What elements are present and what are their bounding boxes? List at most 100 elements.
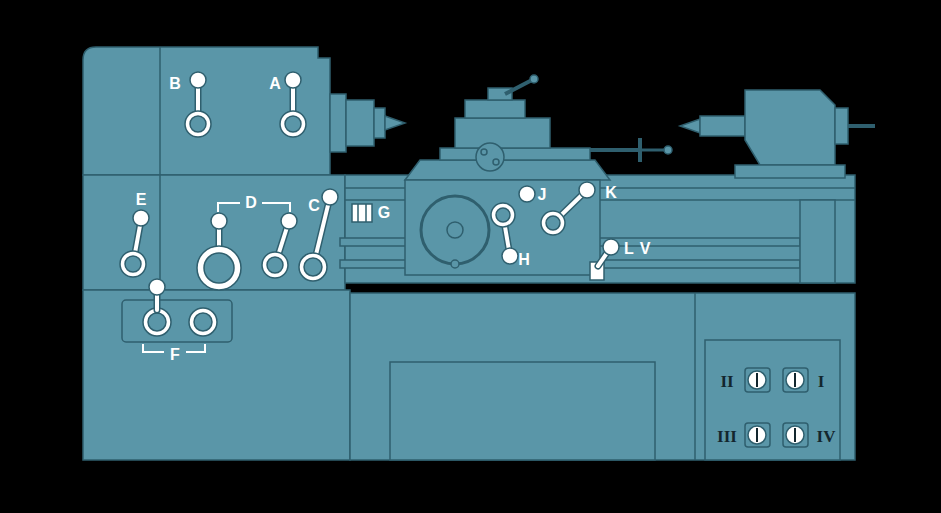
control-knobs <box>756 428 758 442</box>
control-knobs <box>365 204 367 222</box>
lever-stems <box>133 80 611 310</box>
lathe-body <box>493 159 499 165</box>
lathe-body <box>405 180 600 275</box>
group-brackets <box>143 344 164 352</box>
lever-bases <box>185 111 211 137</box>
control-knobs <box>783 423 808 447</box>
control-knobs <box>748 371 766 389</box>
control-knobs <box>519 186 535 202</box>
lathe-body <box>83 175 345 290</box>
lathe-body <box>735 165 845 178</box>
control-knobs <box>194 313 212 331</box>
lathe-body <box>83 47 875 460</box>
lathe-body <box>835 108 848 144</box>
lathe-body <box>330 94 346 152</box>
control-knobs <box>794 373 796 387</box>
lever-bases <box>491 203 515 227</box>
control-knobs <box>786 371 804 389</box>
lathe-body <box>421 196 489 264</box>
lever-balls <box>603 239 619 255</box>
lathe-body <box>405 160 610 180</box>
group-brackets <box>218 203 240 212</box>
lever-bases <box>496 208 510 222</box>
lathe-body <box>465 100 525 118</box>
control-knobs <box>745 423 770 447</box>
lever-stems <box>133 80 611 310</box>
control-knobs <box>756 373 758 387</box>
control-knobs <box>189 308 217 336</box>
lever-balls <box>579 182 595 198</box>
lever-bases <box>267 257 283 273</box>
callout-letter: G <box>378 205 390 221</box>
lever-bases <box>125 256 141 272</box>
control-knobs <box>143 186 808 447</box>
lathe-body <box>451 260 459 268</box>
control-knobs <box>148 313 166 331</box>
lathe-body <box>848 124 875 128</box>
callout-letter: J <box>538 187 547 203</box>
control-knobs <box>357 204 359 222</box>
switch-numeral: IV <box>817 428 836 445</box>
control-knobs <box>783 368 808 392</box>
callout-letter: K <box>605 185 617 201</box>
lever-balls <box>190 72 206 88</box>
lever-balls <box>281 213 297 229</box>
lathe-body <box>664 146 672 154</box>
callout-letter: E <box>136 192 147 208</box>
control-knobs <box>786 426 804 444</box>
lever-stems <box>133 80 611 310</box>
lever-balls <box>149 279 165 295</box>
lathe-body <box>481 149 487 155</box>
lathe-body <box>390 362 655 460</box>
lathe-body <box>640 149 666 152</box>
lever-balls <box>502 248 518 264</box>
lever-balls <box>133 72 619 295</box>
lathe-body <box>476 143 504 171</box>
lever-bases <box>541 211 565 235</box>
lathe-body <box>83 47 330 175</box>
switch-numeral: III <box>717 428 737 445</box>
lever-bases <box>285 116 301 132</box>
lathe-body <box>505 80 532 94</box>
lever-balls <box>133 210 149 226</box>
callout-letter: L <box>624 241 634 257</box>
callout-letter: V <box>640 241 651 257</box>
lathe-body <box>694 293 696 460</box>
lever-bases <box>120 251 146 277</box>
lathe-body <box>455 118 550 148</box>
control-knobs <box>748 426 766 444</box>
lathe-body <box>745 90 835 165</box>
lathe-body <box>350 293 855 460</box>
lever-bases <box>280 111 306 137</box>
callout-letter: H <box>518 252 530 268</box>
control-knobs <box>745 368 770 392</box>
lathe-body <box>680 119 700 133</box>
callout-letter: C <box>308 198 320 214</box>
lathe-body <box>590 148 640 152</box>
lathe-body <box>800 200 835 283</box>
group-brackets <box>186 344 205 352</box>
lever-bases <box>197 246 241 290</box>
lathe-body <box>346 100 374 146</box>
callout-letter: A <box>269 76 281 92</box>
lever-balls <box>322 189 338 205</box>
lathe-body <box>447 222 463 238</box>
lathe-body <box>385 116 405 130</box>
lathe-body <box>374 108 385 138</box>
lever-bases <box>546 216 560 230</box>
callout-letter: B <box>169 76 181 92</box>
lathe-body <box>159 47 161 290</box>
lever-bases <box>299 253 327 281</box>
lever-bases <box>204 253 234 283</box>
lathe-body <box>122 300 232 342</box>
switch-numeral: I <box>818 373 825 390</box>
lever-bases <box>262 252 288 278</box>
callout-letter: F <box>170 347 180 363</box>
group-brackets <box>262 203 290 212</box>
control-knobs <box>794 428 796 442</box>
lathe-body <box>83 290 350 460</box>
group-brackets <box>143 203 290 352</box>
